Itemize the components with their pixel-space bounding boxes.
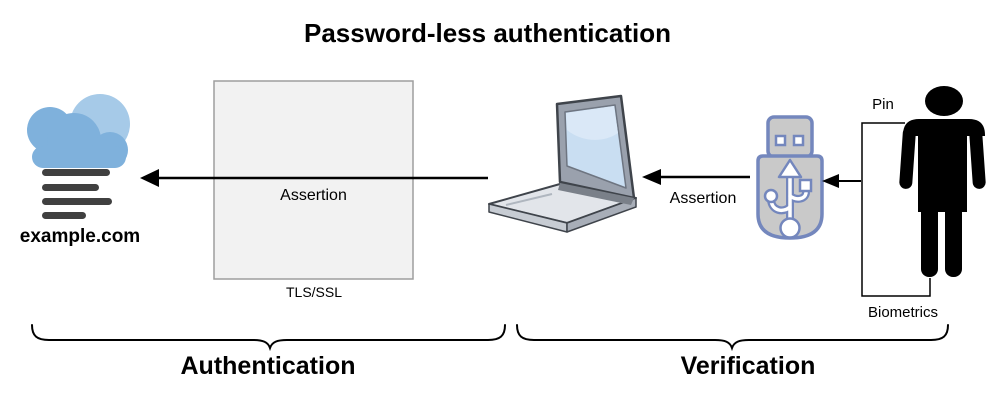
- arrowhead-icon: [642, 169, 661, 185]
- server-line: [42, 212, 86, 219]
- person-head: [925, 86, 963, 116]
- assertion-label-right: Assertion: [669, 190, 737, 207]
- assertion-label-left: Assertion: [280, 187, 347, 204]
- server-line: [42, 169, 110, 176]
- tls-box: [213, 80, 414, 280]
- server-line: [42, 184, 99, 191]
- server-label: example.com: [19, 226, 141, 247]
- pin-label: Pin: [872, 96, 894, 113]
- arrow-laptop-to-server: [140, 169, 488, 187]
- usb-trident-square-end: [798, 178, 813, 193]
- verification-group-label: Verification: [680, 352, 816, 380]
- authentication-brace: [31, 324, 506, 352]
- pin-biometrics-bracket: [861, 122, 931, 297]
- laptop-base-side: [566, 197, 637, 233]
- person-right-leg: [945, 200, 962, 277]
- usb-security-key-icon: [756, 115, 824, 240]
- laptop-screen-shine: [566, 106, 618, 140]
- cloud-server-icon: [27, 94, 130, 219]
- biometrics-label: Biometrics: [867, 304, 938, 321]
- arrowhead-icon: [140, 169, 159, 187]
- server-line: [42, 198, 112, 205]
- usb-trident-base-circle: [779, 217, 801, 239]
- usb-connector-hole: [792, 134, 805, 147]
- usb-trident-arrowhead: [777, 158, 803, 179]
- diagram-title: Password-less authentication: [304, 18, 671, 48]
- person-torso: [918, 128, 967, 212]
- tls-ssl-label: TLS/SSL: [285, 284, 343, 300]
- person-icon: [899, 86, 986, 277]
- laptop-base-groove: [505, 193, 553, 206]
- person-right-arm: [969, 126, 986, 189]
- person-left-leg: [921, 200, 938, 277]
- arrowhead-icon: [822, 174, 839, 188]
- usb-trident-icon: [763, 158, 813, 239]
- usb-connector-hole: [774, 134, 787, 147]
- laptop-icon: [488, 94, 637, 233]
- authentication-group-label: Authentication: [180, 352, 356, 380]
- person-left-arm: [899, 127, 916, 189]
- cloud-base: [32, 146, 126, 168]
- arrow-key-to-laptop: [642, 169, 750, 185]
- arrow-user-to-key: [822, 174, 861, 188]
- usb-trident-circle-end: [763, 188, 779, 204]
- usb-connector: [766, 115, 814, 159]
- laptop-hinge: [558, 183, 634, 205]
- verification-brace: [516, 324, 949, 352]
